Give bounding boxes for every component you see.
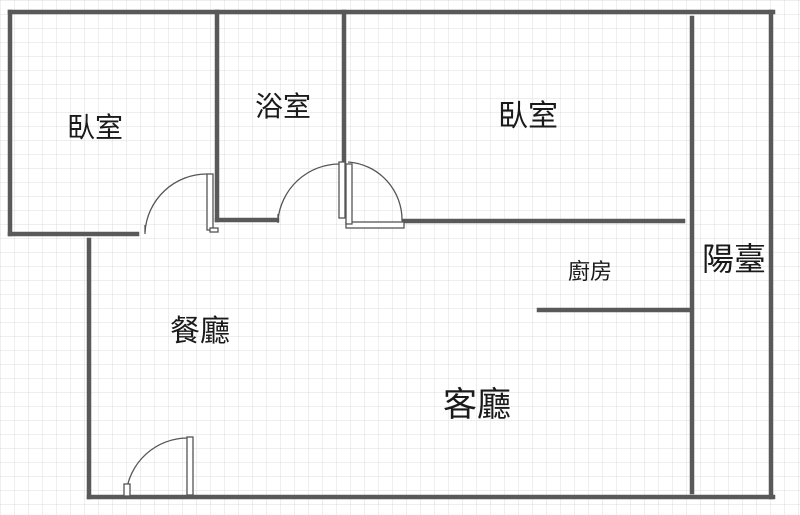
door-left-bedroom [144, 173, 219, 234]
label-living-room: 客廳 [443, 385, 511, 425]
label-kitchen: 廚房 [568, 260, 612, 285]
door-right-bedroom [345, 161, 405, 229]
label-bathroom: 浴室 [255, 90, 311, 123]
walls [7, 9, 776, 500]
label-balcony: 陽臺 [702, 240, 766, 278]
label-bedroom-left: 臥室 [67, 111, 123, 144]
label-dining-room: 餐廳 [170, 314, 230, 349]
door-entrance [123, 436, 194, 497]
label-bedroom-right: 臥室 [498, 99, 558, 134]
door-bathroom [277, 161, 346, 223]
